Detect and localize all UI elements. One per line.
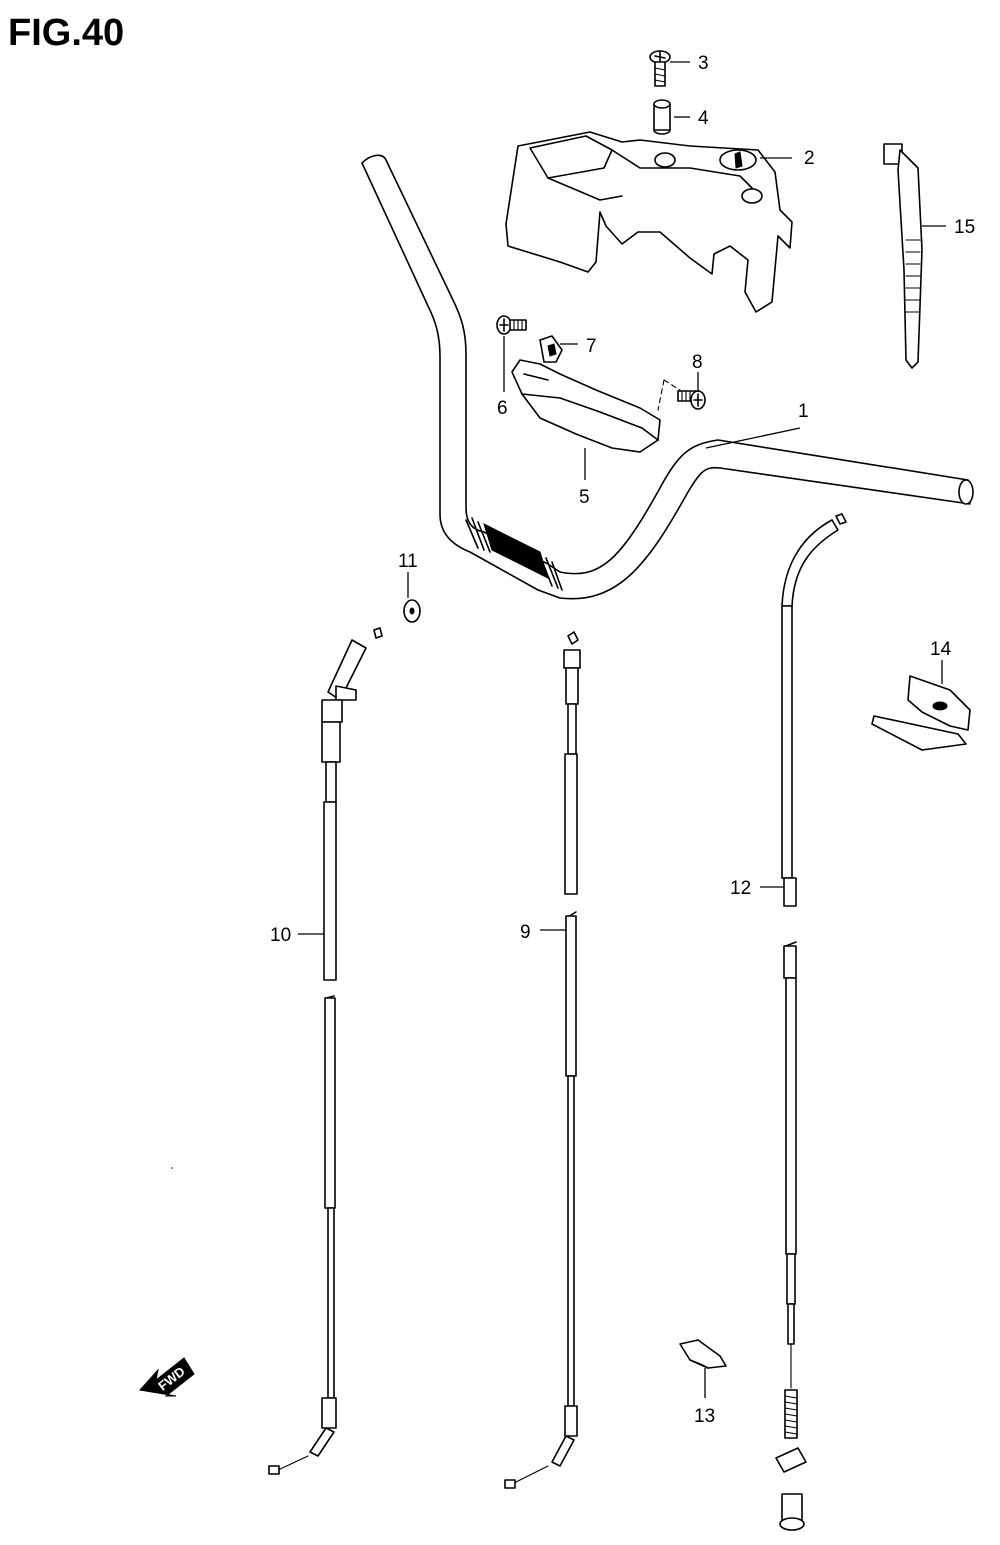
callout-14: 14 [930, 639, 952, 660]
part-11-washer[interactable] [403, 599, 421, 623]
part-4-spacer[interactable] [653, 99, 671, 135]
part-8-screw[interactable] [677, 390, 706, 410]
callout-5: 5 [579, 487, 590, 508]
callout-labels: 1 2 3 4 5 6 7 8 9 10 11 12 13 14 15 [270, 53, 975, 1427]
callout-15: 15 [954, 217, 975, 238]
callout-9: 9 [520, 922, 531, 943]
callout-11: 11 [398, 551, 418, 572]
part-5-cover-bracket[interactable] [511, 359, 661, 453]
part-1-handlebar[interactable] [361, 154, 974, 600]
part-14-holder-plate[interactable] [871, 675, 971, 751]
part-12-cable[interactable] [775, 513, 847, 1531]
stray-dot [171, 1167, 173, 1169]
callout-10: 10 [270, 925, 291, 946]
callout-6: 6 [497, 398, 508, 419]
part-10-cable[interactable] [268, 627, 383, 1475]
callout-2: 2 [804, 148, 815, 169]
callout-13: 13 [694, 1406, 715, 1427]
callout-8: 8 [692, 352, 703, 373]
leader-lines [298, 61, 946, 1398]
part-6-screw[interactable] [496, 315, 527, 335]
part-2-handlebar-cover[interactable] [505, 131, 793, 313]
callout-12: 12 [730, 878, 751, 899]
part-3-screw[interactable] [649, 50, 671, 87]
part-7-nut-clip[interactable] [539, 335, 563, 363]
part-9-cable[interactable] [504, 631, 581, 1489]
fwd-direction-arrow: FWD [139, 1357, 195, 1397]
part-8-dashed-guide [657, 379, 681, 411]
part-13-clip[interactable] [679, 1339, 727, 1369]
callout-7: 7 [586, 336, 597, 357]
part-15-cable-tie[interactable] [883, 143, 923, 369]
callout-3: 3 [698, 53, 709, 74]
callout-4: 4 [698, 108, 709, 129]
figure-title: FIG.40 [8, 12, 124, 54]
callout-1: 1 [798, 401, 809, 422]
